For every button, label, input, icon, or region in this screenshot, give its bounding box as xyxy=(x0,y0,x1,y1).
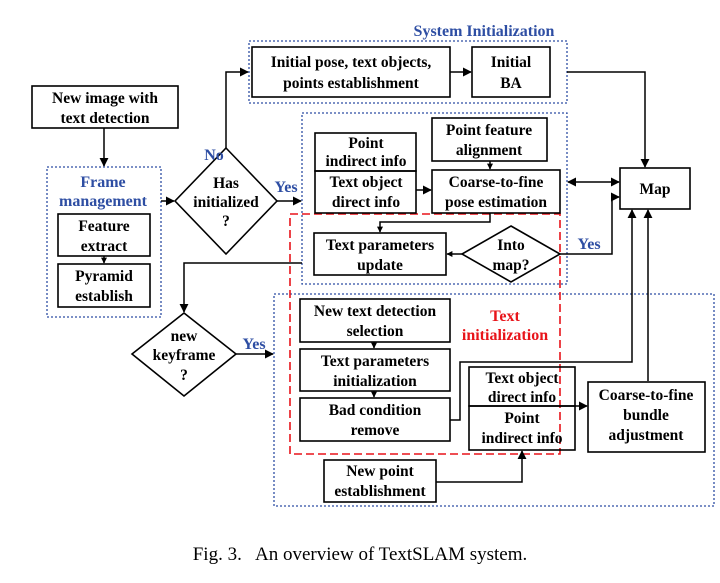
coarse-ba-label-2: bundle xyxy=(623,407,669,424)
initial-ba-box xyxy=(471,46,551,98)
new-image-label-1: New image with xyxy=(52,90,158,107)
new-keyframe-label-3: ? xyxy=(180,367,188,384)
has-init-label-3: ? xyxy=(222,213,230,230)
initial-ba-label-2: BA xyxy=(500,75,522,92)
point-indirect-bottom-label-1: Point xyxy=(504,410,540,427)
point-indirect-top-label-1: Point xyxy=(348,135,384,152)
pyramid-label-2: establish xyxy=(75,288,133,305)
text-param-update-label-2: update xyxy=(357,257,403,274)
point-feature-align-label-1: Point feature xyxy=(446,122,532,139)
feature-extract-label-1: Feature xyxy=(78,218,129,235)
has-init-label-2: initialized xyxy=(193,194,259,211)
edge-label-yes-init: Yes xyxy=(274,179,297,196)
edge-tracking-keyframe xyxy=(179,262,302,313)
frame-mgmt-title-2: management xyxy=(59,193,148,210)
new-keyframe-label-2: keyframe xyxy=(153,347,216,364)
point-feature-align-label-2: alignment xyxy=(456,142,523,159)
text-direct-top-box xyxy=(314,170,417,214)
new-point-label-2: establishment xyxy=(334,483,426,500)
feature-extract-label-2: extract xyxy=(81,238,128,255)
initial-pose-label-1: Initial pose, text objects, xyxy=(271,54,432,71)
frame-mgmt-title-1: Frame xyxy=(80,174,125,191)
text-init-group xyxy=(289,213,561,455)
coarse-pose-label-2: pose estimation xyxy=(445,194,547,211)
text-direct-top-label-2: direct info xyxy=(332,194,400,211)
text-param-init-label-1: Text parameters xyxy=(321,353,429,370)
new-point-box xyxy=(323,459,437,503)
text-init-title-2: initialization xyxy=(462,327,548,344)
has-init-label-1: Has xyxy=(213,175,239,192)
coarse-ba-box xyxy=(587,381,706,453)
new-image-label-2: text detection xyxy=(60,110,149,127)
text-init-title-1: Text xyxy=(490,308,520,325)
new-text-sel-label-2: selection xyxy=(347,323,404,340)
into-map-label-1: Into xyxy=(497,237,525,254)
coarse-ba-label-1: Coarse-to-fine xyxy=(599,387,694,404)
pyramid-box xyxy=(57,263,151,308)
point-indirect-bottom-label-2: indirect info xyxy=(481,430,562,447)
pyramid-label-1: Pyramid xyxy=(75,268,133,285)
bad-cond-label-1: Bad condition xyxy=(329,402,422,419)
text-param-init-label-2: initialization xyxy=(333,373,417,390)
coarse-ba-label-3: adjustment xyxy=(609,427,685,444)
edge-textinit-map xyxy=(450,209,637,421)
edge-label-yes-keyframe: Yes xyxy=(242,336,265,353)
text-direct-top-label-1: Text object xyxy=(329,174,403,191)
edge-intomap-map xyxy=(560,192,620,255)
mapping-group xyxy=(273,293,715,507)
edge-label-no: No xyxy=(204,147,224,164)
initial-pose-label-2: points establishment xyxy=(283,75,419,92)
tracking-group xyxy=(301,112,568,285)
edge-newpoint-indirect xyxy=(436,450,527,483)
new-text-sel-label-1: New text detection xyxy=(314,303,437,320)
point-indirect-top-label-2: indirect info xyxy=(325,153,406,170)
system-init-title: System Initialization xyxy=(414,23,555,40)
figure-caption: Fig. 3. An overview of TextSLAM system. xyxy=(193,544,528,565)
new-point-label-1: New point xyxy=(346,463,414,480)
system-init-group xyxy=(248,40,568,104)
into-map-label-2: map? xyxy=(492,257,529,274)
edge-no-sysinit xyxy=(225,67,249,148)
bad-cond-label-2: remove xyxy=(351,422,400,439)
point-indirect-bottom-box xyxy=(468,405,576,451)
coarse-pose-box xyxy=(431,169,561,214)
edge-sysinit-map xyxy=(567,71,650,168)
has-initialized-diamond xyxy=(173,146,279,256)
map-box xyxy=(619,167,691,210)
edge-label-yes-map: Yes xyxy=(577,236,600,253)
coarse-pose-label-1: Coarse-to-fine xyxy=(449,174,544,191)
initial-ba-label-1: Initial xyxy=(491,54,532,71)
text-direct-bottom-label-2: direct info xyxy=(488,389,556,406)
new-keyframe-label-1: new xyxy=(171,328,199,345)
new-image-box xyxy=(31,85,179,129)
text-direct-bottom-label-1: Text object xyxy=(485,370,559,387)
into-map-diamond xyxy=(460,225,562,283)
text-param-update-label-1: Text parameters xyxy=(326,237,434,254)
frame-mgmt-group xyxy=(46,166,162,318)
edge-coarse-update xyxy=(377,213,491,233)
new-text-sel-box xyxy=(299,298,451,343)
text-param-update-box xyxy=(313,232,447,276)
map-label: Map xyxy=(640,181,671,198)
new-keyframe-diamond xyxy=(130,311,238,398)
text-param-init-box xyxy=(299,348,451,392)
